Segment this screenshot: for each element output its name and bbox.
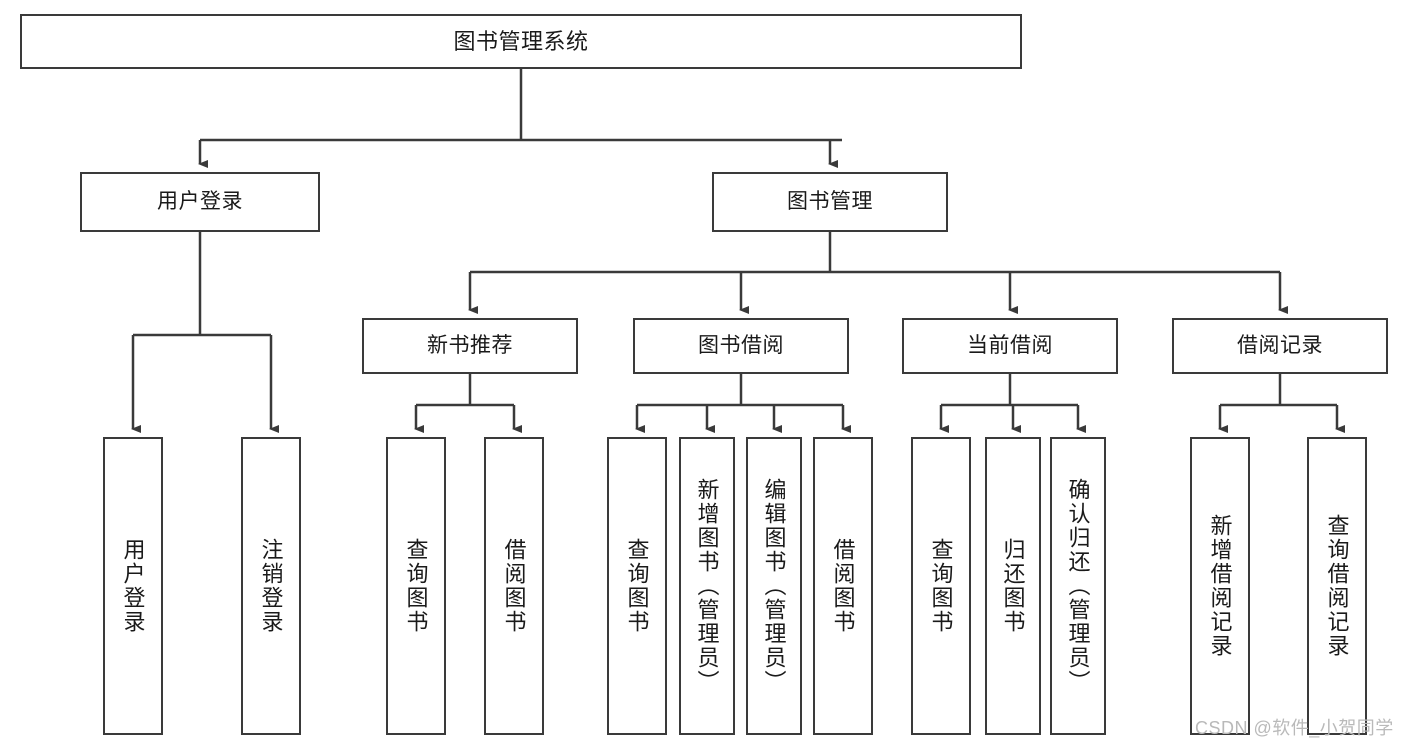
node-borrow-record-label: 借阅记录 <box>1237 333 1323 357</box>
node-current-borrow[interactable]: 当前借阅 <box>902 318 1118 374</box>
leaf-user-login[interactable]: 用户登录 <box>103 437 163 735</box>
leaf-borrow-book-recommend[interactable]: 借阅图书 <box>484 437 544 735</box>
leaf-query-book-recommend[interactable]: 查询图书 <box>386 437 446 735</box>
leaf-add-book-admin[interactable]: 新增图书（管理员） <box>679 437 735 735</box>
node-root-label: 图书管理系统 <box>453 28 589 54</box>
watermark: CSDN @软件_小贺同学 <box>1195 718 1394 738</box>
leaf-query-book-current-label: 查询图书 <box>928 538 954 634</box>
node-borrow-record[interactable]: 借阅记录 <box>1172 318 1388 374</box>
node-current-borrow-label: 当前借阅 <box>967 333 1053 357</box>
leaf-query-borrow-record[interactable]: 查询借阅记录 <box>1307 437 1367 735</box>
leaf-query-book-borrow[interactable]: 查询图书 <box>607 437 667 735</box>
node-user-login-label: 用户登录 <box>157 189 243 213</box>
leaf-confirm-return-admin[interactable]: 确认归还（管理员） <box>1050 437 1106 735</box>
node-book-management[interactable]: 图书管理 <box>712 172 948 232</box>
leaf-query-book-recommend-label: 查询图书 <box>403 538 429 634</box>
leaf-borrow-book-label: 借阅图书 <box>830 538 856 634</box>
leaf-user-login-label: 用户登录 <box>120 538 146 634</box>
leaf-edit-book-admin[interactable]: 编辑图书（管理员） <box>746 437 802 735</box>
leaf-return-book-label: 归还图书 <box>1000 538 1026 634</box>
leaf-confirm-return-admin-label: 确认归还（管理员） <box>1065 478 1091 694</box>
node-new-book-recommend-label: 新书推荐 <box>427 333 513 357</box>
leaf-logout-label: 注销登录 <box>258 538 284 634</box>
leaf-add-borrow-record-label: 新增借阅记录 <box>1207 514 1233 658</box>
node-user-login[interactable]: 用户登录 <box>80 172 320 232</box>
leaf-borrow-book-recommend-label: 借阅图书 <box>501 538 527 634</box>
node-new-book-recommend[interactable]: 新书推荐 <box>362 318 578 374</box>
leaf-add-borrow-record[interactable]: 新增借阅记录 <box>1190 437 1250 735</box>
leaf-edit-book-admin-label: 编辑图书（管理员） <box>761 478 787 694</box>
node-root[interactable]: 图书管理系统 <box>20 14 1022 69</box>
node-book-management-label: 图书管理 <box>787 189 873 213</box>
leaf-query-borrow-record-label: 查询借阅记录 <box>1324 514 1350 658</box>
node-book-borrow-label: 图书借阅 <box>698 333 784 357</box>
leaf-query-book-borrow-label: 查询图书 <box>624 538 650 634</box>
leaf-return-book[interactable]: 归还图书 <box>985 437 1041 735</box>
leaf-query-book-current[interactable]: 查询图书 <box>911 437 971 735</box>
leaf-logout[interactable]: 注销登录 <box>241 437 301 735</box>
leaf-add-book-admin-label: 新增图书（管理员） <box>694 478 720 694</box>
leaf-borrow-book[interactable]: 借阅图书 <box>813 437 873 735</box>
node-book-borrow[interactable]: 图书借阅 <box>633 318 849 374</box>
